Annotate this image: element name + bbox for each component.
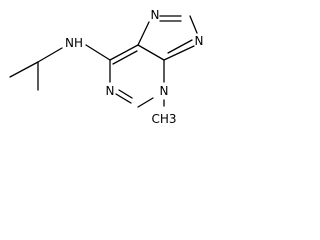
bond-n1-c2-double xyxy=(118,89,133,99)
bond-c4-c5 xyxy=(137,44,165,61)
bond-c6-c5 xyxy=(109,44,139,61)
bond-c2-n3 xyxy=(137,97,154,108)
bond-c8-n9 xyxy=(189,15,198,34)
label-n1: N xyxy=(106,84,115,98)
label-n7: N xyxy=(151,8,160,22)
bond-n9-c4-double xyxy=(167,39,193,54)
label-n9: N xyxy=(195,34,204,48)
bond-n1-c2 xyxy=(115,93,132,104)
label-methyl: CH3 xyxy=(151,112,176,126)
label-n3: N xyxy=(160,84,169,98)
bond-n9-c4 xyxy=(163,45,195,61)
bond-methyl-left xyxy=(9,61,39,78)
bond-nh-c6 xyxy=(85,44,111,61)
bond-c6-c5-double xyxy=(112,50,138,65)
label-amine-nh: NH xyxy=(65,36,83,50)
chemical-structure: NH N N N N CH3 xyxy=(9,8,204,126)
bond-c5-n7 xyxy=(137,21,150,46)
bond-ch-nh xyxy=(37,47,63,63)
